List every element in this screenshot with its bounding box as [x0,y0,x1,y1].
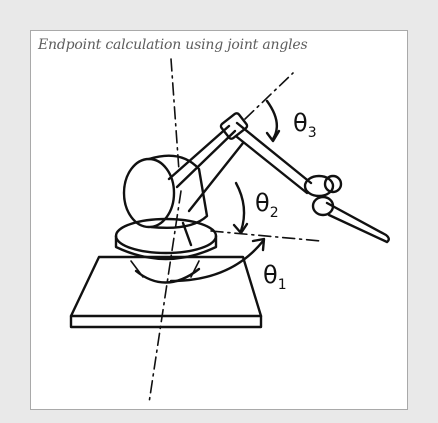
vertical-axis [149,59,181,403]
theta1-label: θ1 [263,261,287,293]
elbow-joint [220,112,248,140]
horizontal-reference-line [211,231,321,241]
arm-extension-line [245,73,293,119]
theta2-label: θ2 [255,189,279,221]
figure-frame: Endpoint calculation using joint angles [30,30,408,410]
theta3-label: θ3 [293,109,317,141]
gripper [305,176,389,242]
robot-arm-sketch: θ3 θ2 θ1 [31,31,407,409]
theta2-arc [236,183,244,231]
